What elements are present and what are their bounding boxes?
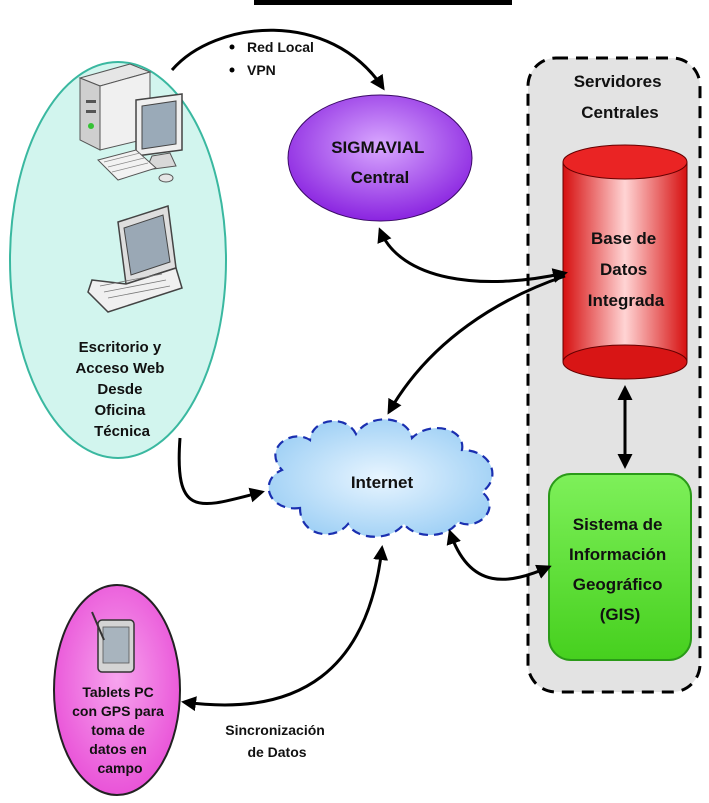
arrow-office-to-sigmavial: [170, 28, 385, 91]
database-cylinder: [562, 144, 688, 380]
laptop-icon: [87, 205, 183, 313]
top-rule: [254, 0, 512, 5]
arrow-internet-tablets: [181, 545, 389, 712]
desktop-computer-icon: [78, 63, 183, 183]
network-option-vpn: VPN: [247, 62, 276, 78]
network-options-list: Red Local VPN: [229, 39, 314, 78]
tablet-device-icon: [91, 611, 135, 673]
sync-label: Sincronización de Datos: [225, 722, 328, 760]
arrow-sigmavial-database: [377, 227, 568, 283]
arrow-internet-gis: [446, 529, 552, 581]
network-option-red-local: Red Local: [247, 39, 314, 55]
sigmavial-ellipse: [287, 94, 473, 222]
servers-title: Servidores Centrales: [574, 72, 667, 122]
bullet-dot: [229, 67, 235, 73]
internet-label: Internet: [351, 473, 414, 492]
database-label: Base de Datos Integrada: [588, 229, 665, 310]
office-label: Escritorio y Acceso Web Desde Oficina Té…: [75, 339, 168, 440]
gis-label: Sistema de Información Geográfico (GIS): [569, 515, 671, 624]
gis-box: [548, 473, 692, 661]
tablets-ellipse: [53, 584, 181, 796]
arrow-internet-database: [387, 274, 566, 415]
tablets-label: Tablets PC con GPS para toma de datos en…: [72, 684, 168, 776]
sigmavial-label: SIGMAVIAL Central: [331, 138, 429, 187]
bullet-dot: [229, 44, 235, 50]
arrow-office-to-internet: [177, 437, 265, 506]
internet-cloud: [267, 418, 494, 538]
